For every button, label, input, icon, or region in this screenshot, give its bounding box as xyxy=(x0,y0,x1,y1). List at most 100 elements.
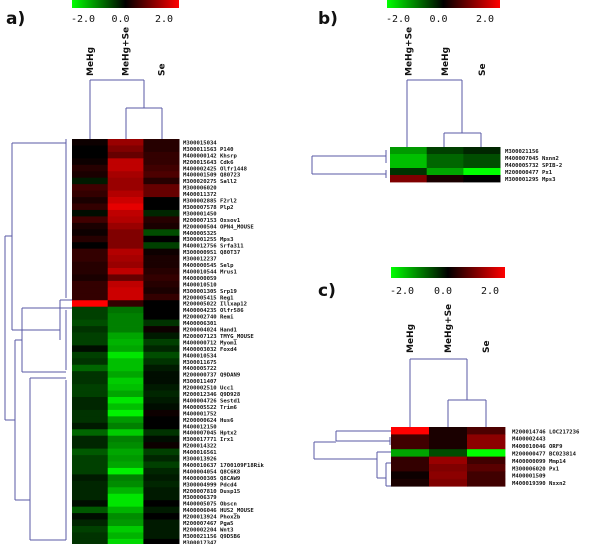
heatmap-cell xyxy=(107,209,144,217)
heatmap-cell xyxy=(143,429,180,437)
heatmap-cell xyxy=(107,151,144,159)
row-label: M300021156 xyxy=(505,149,539,155)
row-label: M300011563 P140 xyxy=(183,147,234,153)
heatmap-cell xyxy=(143,229,180,237)
row-label: M200013924 Phox2b xyxy=(183,515,241,521)
colorbar xyxy=(72,0,179,8)
heatmap-cell xyxy=(143,416,180,424)
heatmap-cell xyxy=(72,242,109,250)
heatmap-cell xyxy=(143,164,180,172)
heatmap-cell xyxy=(390,154,428,162)
heatmap-cell xyxy=(143,435,180,443)
heatmap-cell xyxy=(72,139,109,146)
heatmap-cell xyxy=(72,151,109,159)
row-label: M300017771 Irx1 xyxy=(183,437,234,443)
heatmap-cell xyxy=(467,471,506,480)
row-label: M400004235 Olfr586 xyxy=(183,308,244,314)
heatmap-cell xyxy=(143,358,180,366)
row-label: M200000737 Q9DAN9 xyxy=(183,373,241,379)
heatmap-cell xyxy=(143,422,180,430)
heatmap-cell xyxy=(467,464,506,472)
row-label: M400010510 xyxy=(183,282,217,288)
row-label: M300012237 xyxy=(183,257,217,263)
heatmap-cell xyxy=(107,287,144,295)
heatmap-cell xyxy=(143,371,180,379)
heatmap-cell xyxy=(391,427,430,435)
heatmap-cell xyxy=(107,526,144,533)
heatmap-cell xyxy=(463,161,501,169)
heatmap-cell xyxy=(143,500,180,508)
heatmap-cell xyxy=(107,139,144,146)
heatmap-cell xyxy=(107,429,144,437)
heatmap-cell xyxy=(72,377,109,385)
row-label: M300001305 Srp19 xyxy=(183,289,238,295)
heatmap-cell xyxy=(107,448,144,456)
heatmap-cell xyxy=(143,280,180,288)
heatmap-cell xyxy=(143,151,180,159)
heatmap-cell xyxy=(72,190,109,198)
heatmap-cell xyxy=(107,177,144,185)
heatmap-cell xyxy=(107,455,144,462)
row-label: M300002885 F2rl2 xyxy=(183,199,237,205)
heatmap-cell xyxy=(107,384,144,391)
row-label: M200014322 xyxy=(183,444,217,450)
column-label: Se xyxy=(478,63,488,76)
heatmap-cell xyxy=(143,487,180,495)
heatmap-cell xyxy=(72,474,109,482)
row-label: M200005022 Illxap12 xyxy=(183,302,247,308)
heatmap-cell xyxy=(463,154,501,162)
heatmap-cell xyxy=(107,416,144,424)
heatmap-cell xyxy=(107,506,144,514)
heatmap-cell xyxy=(391,441,430,450)
heatmap-cell xyxy=(72,145,109,153)
row-label: M400012756 Srfa311 xyxy=(183,244,244,250)
heatmap-cell xyxy=(426,175,464,183)
heatmap-cell xyxy=(72,506,109,514)
heatmap-cell xyxy=(72,397,109,404)
row-label: M400005075 Obscn xyxy=(183,502,237,508)
column-label: MeHg xyxy=(441,47,451,76)
heatmap-cell xyxy=(107,280,144,288)
heatmap-cell xyxy=(143,384,180,391)
row-label: M300017347 xyxy=(183,540,217,544)
heatmap-cell xyxy=(143,390,180,398)
heatmap-cell xyxy=(143,319,180,327)
heatmap-cell xyxy=(467,434,506,443)
row-label: M400000099 Mmp14 xyxy=(512,459,567,465)
row-label: M400004054 Q8C6K8 xyxy=(183,469,241,475)
row-label: M400007045 Hptx2 xyxy=(183,431,237,437)
heatmap-cell xyxy=(143,377,180,385)
row-label: M200012346 Q9D928 xyxy=(183,392,241,398)
heatmap-cell xyxy=(72,384,109,391)
heatmap-cell xyxy=(72,332,109,340)
heatmap-cell xyxy=(72,487,109,495)
heatmap-cell xyxy=(72,197,109,204)
heatmap-cell xyxy=(107,184,144,191)
heatmap-cell xyxy=(72,158,109,166)
heatmap-cell xyxy=(143,190,180,198)
heatmap-cell xyxy=(143,177,180,185)
row-label: M200000477 BC023814 xyxy=(512,451,577,457)
heatmap-cell xyxy=(107,235,144,243)
colorbar xyxy=(391,267,505,278)
colorbar-tick-label: 2.0 xyxy=(476,14,494,25)
heatmap-cell xyxy=(390,147,428,155)
heatmap-cell xyxy=(143,203,180,211)
row-label: M300015034 xyxy=(183,140,217,146)
heatmap-cell xyxy=(429,456,468,465)
row-label: M400004726 Sestd1 xyxy=(183,398,241,404)
heatmap-cell xyxy=(143,274,180,282)
heatmap-cell xyxy=(72,429,109,437)
row-label: M200002510 Ucc1 xyxy=(183,386,234,392)
heatmap-cell xyxy=(72,203,109,211)
row-label: M300000951 Q80T37 xyxy=(183,250,240,256)
heatmap-cell xyxy=(72,319,109,327)
heatmap-cell xyxy=(429,427,468,435)
panel-label: a) xyxy=(6,9,25,29)
heatmap-cell xyxy=(72,455,109,462)
heatmap-cell xyxy=(72,532,109,540)
heatmap-cell xyxy=(72,519,109,527)
heatmap-cell xyxy=(143,338,180,346)
heatmap-cell xyxy=(107,345,144,353)
